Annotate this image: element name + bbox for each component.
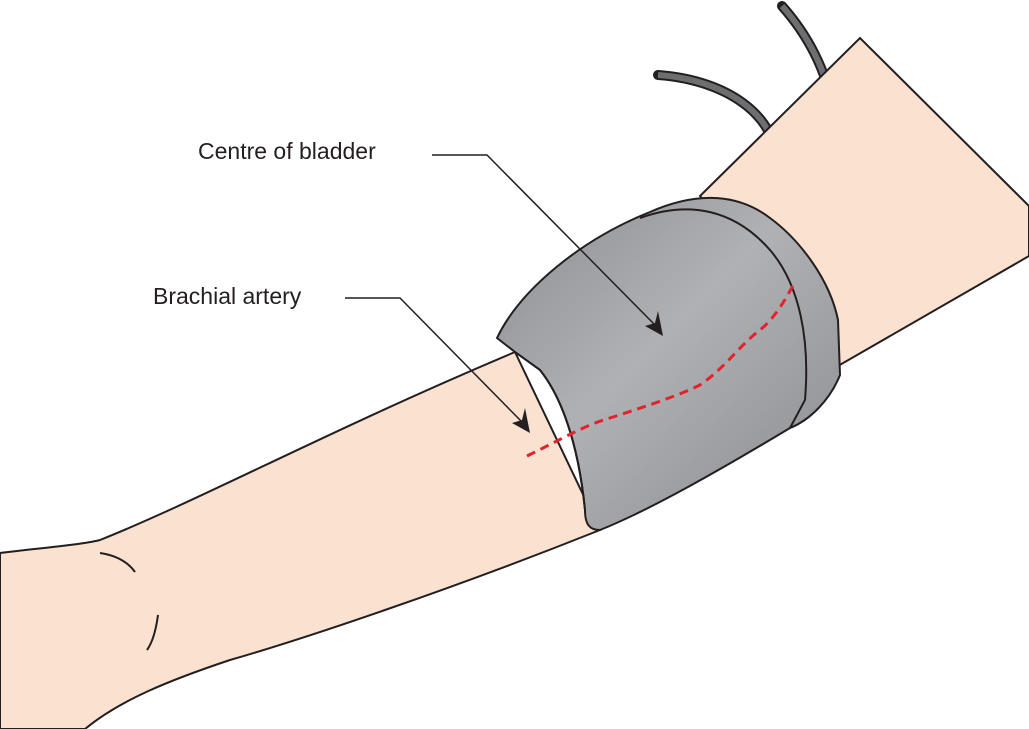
- label-brachial-artery: Brachial artery: [153, 283, 302, 309]
- cuff-band-line: [639, 208, 808, 429]
- label-centre-of-bladder: Centre of bladder: [198, 138, 376, 164]
- wrist-crease: [99, 552, 136, 573]
- bladder-leader-line: [432, 154, 656, 326]
- forearm: [0, 350, 602, 729]
- cuff-inner-edge: [514, 351, 586, 511]
- artery-leader-line: [345, 297, 523, 423]
- brachial-artery-line: [526, 281, 797, 458]
- wrist-crease-2: [146, 614, 159, 651]
- artery-arrowhead: [512, 408, 530, 433]
- bladder-arrowhead: [645, 311, 663, 336]
